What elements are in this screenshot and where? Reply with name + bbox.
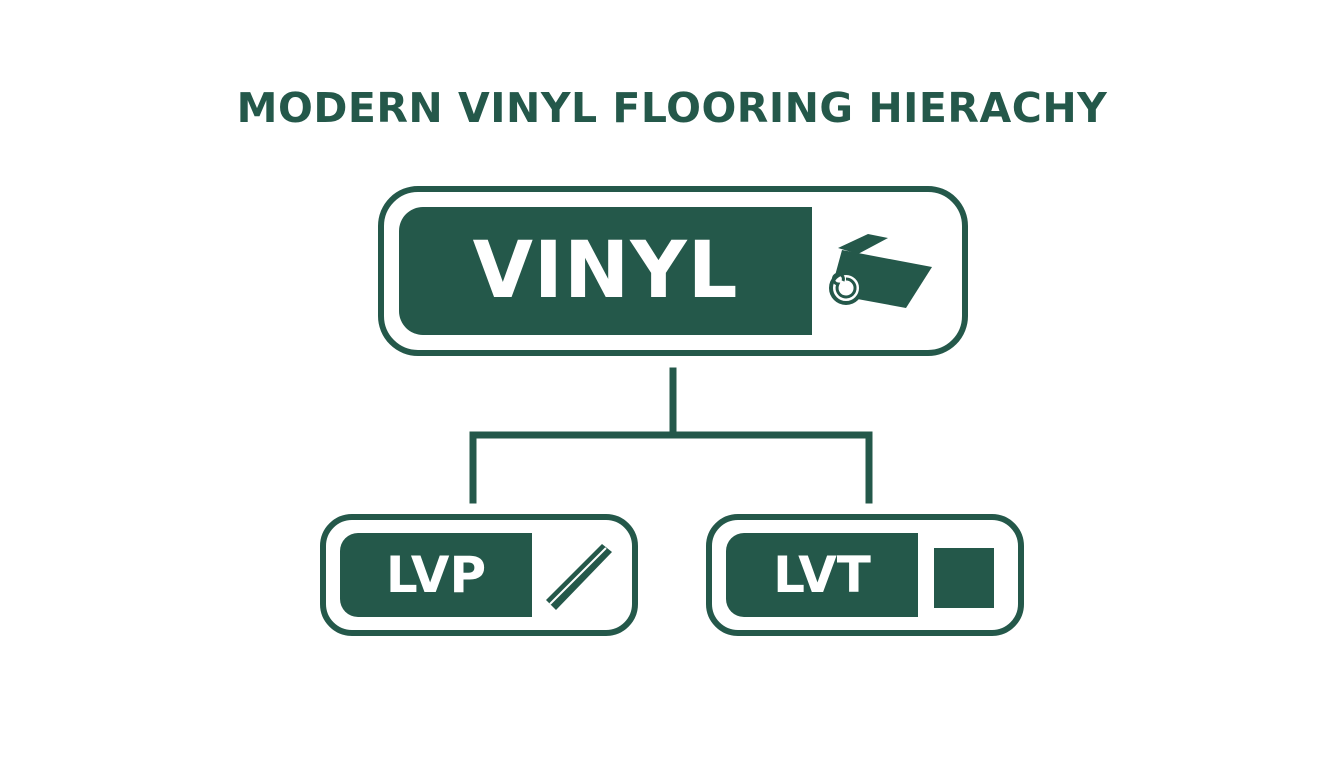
diagram-title: MODERN VINYL FLOORING HIERACHY <box>236 84 1108 132</box>
node-lvp: LVP <box>320 514 638 636</box>
node-lvt: LVT <box>706 514 1024 636</box>
node-vinyl: VINYL <box>378 186 968 356</box>
vinyl-roll-icon <box>829 234 932 308</box>
node-lvp-label: LVP <box>340 533 532 617</box>
node-lvt-label: LVT <box>726 533 918 617</box>
node-vinyl-label: VINYL <box>399 207 812 335</box>
plank-icon <box>546 544 612 610</box>
tile-icon <box>934 548 994 608</box>
